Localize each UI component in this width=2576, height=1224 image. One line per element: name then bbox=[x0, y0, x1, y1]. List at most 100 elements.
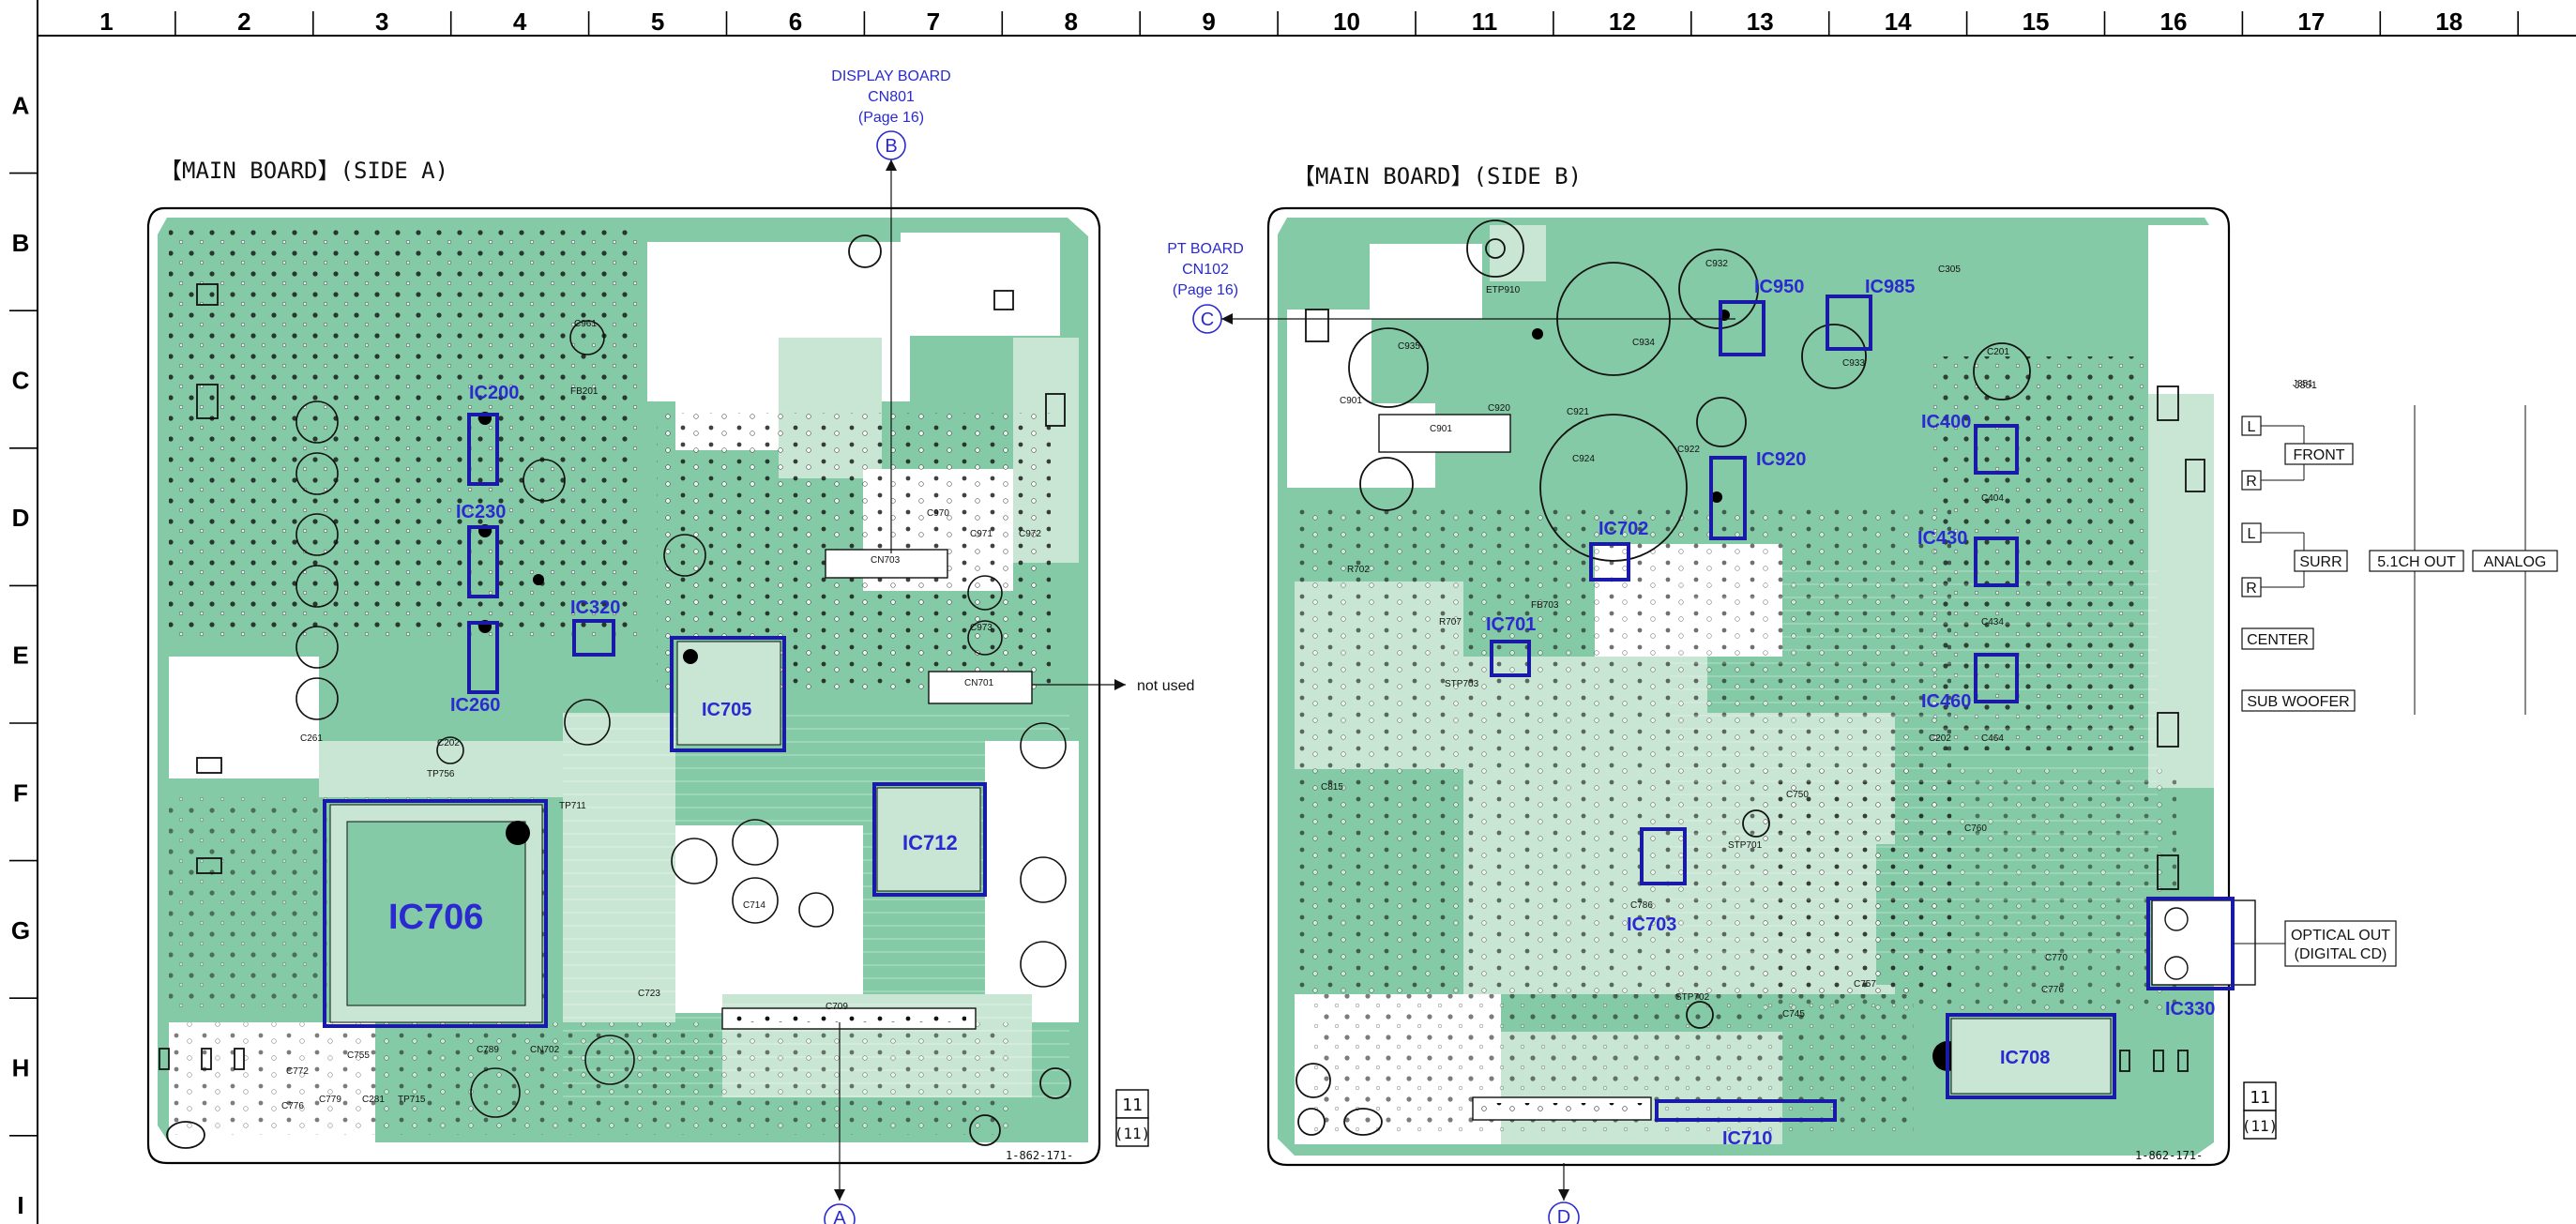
ic712-outline bbox=[872, 782, 987, 897]
column-label-3: 3 bbox=[375, 8, 388, 36]
part-label: CN702 bbox=[530, 1045, 560, 1055]
column-label-5: 5 bbox=[651, 8, 664, 36]
part-label: C709 bbox=[826, 1002, 848, 1012]
column-label-2: 2 bbox=[237, 8, 250, 36]
part-label: C786 bbox=[1630, 900, 1653, 911]
part-label: C770 bbox=[2045, 953, 2068, 963]
column-label-4: 4 bbox=[513, 8, 527, 36]
jack-5-1ch-out: 5.1CH OUT bbox=[2377, 554, 2456, 570]
part-label: ETP910 bbox=[1486, 285, 1521, 295]
side-b-page-box-bottom: (11) bbox=[2242, 1117, 2279, 1135]
ic703-outline bbox=[1640, 827, 1687, 885]
part-label: C755 bbox=[347, 1050, 370, 1061]
part-label: C815 bbox=[1321, 782, 1343, 793]
part-label: C961 bbox=[574, 319, 597, 329]
part-label: J351 bbox=[2293, 379, 2313, 389]
ic320-outline bbox=[572, 619, 615, 657]
jack-r1: R bbox=[2246, 474, 2257, 490]
row-label-C: C bbox=[12, 367, 30, 395]
part-label: C202 bbox=[1929, 733, 1951, 744]
ic230-outline bbox=[467, 525, 499, 598]
column-label-9: 9 bbox=[1202, 8, 1215, 36]
row-label-A: A bbox=[12, 91, 30, 119]
column-label-13: 13 bbox=[1747, 8, 1774, 36]
ic701-label: IC701 bbox=[1486, 614, 1536, 635]
ic260-label: IC260 bbox=[450, 695, 500, 716]
column-label-11: 11 bbox=[1472, 8, 1498, 36]
part-label: TP711 bbox=[559, 801, 586, 811]
ic400-outline bbox=[1974, 424, 2019, 475]
part-label: C789 bbox=[477, 1045, 499, 1055]
part-label: C932 bbox=[1705, 259, 1728, 269]
part-label: R702 bbox=[1347, 565, 1370, 575]
part-label: C971 bbox=[970, 529, 993, 539]
not-used-note: not used bbox=[1137, 678, 1194, 694]
ic330-label: IC330 bbox=[2165, 999, 2215, 1020]
ic260-outline bbox=[467, 621, 499, 694]
ic710-label: IC710 bbox=[1722, 1128, 1772, 1149]
row-label-F: F bbox=[13, 778, 28, 807]
part-label: TP715 bbox=[398, 1095, 426, 1105]
ic200-label: IC200 bbox=[469, 383, 519, 403]
ic703-label: IC703 bbox=[1627, 914, 1676, 935]
part-label: C922 bbox=[1677, 445, 1700, 455]
part-label: C434 bbox=[1981, 617, 2004, 627]
column-label-6: 6 bbox=[789, 8, 802, 36]
part-label: C779 bbox=[319, 1095, 341, 1105]
part-label: C901 bbox=[1430, 424, 1452, 434]
ic920-outline bbox=[1709, 456, 1747, 540]
pt-board-page: (Page 16) bbox=[1173, 282, 1238, 298]
jack-optical-out: OPTICAL OUT bbox=[2291, 928, 2390, 944]
part-label: C935 bbox=[1398, 341, 1420, 352]
row-label-I: I bbox=[17, 1191, 23, 1219]
ic702-outline bbox=[1589, 542, 1630, 582]
part-label: C970 bbox=[927, 508, 949, 519]
part-label: CN703 bbox=[871, 555, 901, 566]
jack-l1: L bbox=[2248, 419, 2256, 435]
ic702-label: IC702 bbox=[1599, 519, 1648, 539]
row-label-E: E bbox=[12, 642, 28, 670]
pt-board-connector: CN102 bbox=[1182, 262, 1229, 278]
ic460-label: IC460 bbox=[1921, 691, 1971, 712]
column-label-8: 8 bbox=[1065, 8, 1078, 36]
ic985-label: IC985 bbox=[1865, 277, 1915, 297]
side-a-title: 【MAIN BOARD】(SIDE A) bbox=[159, 158, 448, 184]
ic705-outline bbox=[670, 636, 786, 752]
part-label: C934 bbox=[1632, 338, 1655, 348]
connector-b-letter: B bbox=[885, 136, 897, 157]
ic950-outline bbox=[1719, 300, 1765, 356]
part-label: C760 bbox=[1964, 824, 1987, 834]
part-label: C921 bbox=[1567, 407, 1589, 417]
part-label: STP701 bbox=[1728, 840, 1763, 851]
ic230-label: IC230 bbox=[456, 502, 506, 522]
jack-r2: R bbox=[2246, 581, 2257, 597]
part-label: C772 bbox=[286, 1066, 309, 1077]
ic712-label: IC712 bbox=[902, 831, 958, 854]
part-label: C305 bbox=[1938, 264, 1961, 275]
side-a-page-box-top: 11 bbox=[1122, 1096, 1143, 1115]
part-label: C464 bbox=[1981, 733, 2004, 744]
ic200-outline bbox=[467, 413, 499, 486]
ic708-label: IC708 bbox=[2000, 1048, 2050, 1068]
jack-front: FRONT bbox=[2293, 447, 2344, 463]
jack-l2: L bbox=[2248, 526, 2256, 542]
part-label: CN701 bbox=[964, 678, 994, 688]
ic320-label: IC320 bbox=[570, 597, 620, 618]
ic701-outline bbox=[1490, 640, 1531, 677]
connector-c-letter: C bbox=[1201, 310, 1214, 330]
jack-header: J351 bbox=[2295, 380, 2317, 391]
side-a-page-box-bottom: (11) bbox=[1114, 1125, 1151, 1142]
ic705-label: IC705 bbox=[702, 700, 751, 720]
part-label: R707 bbox=[1439, 617, 1462, 627]
jack-optical-digital-cd: (DIGITAL CD) bbox=[2295, 946, 2387, 962]
part-label: C750 bbox=[1786, 790, 1809, 800]
part-label: C776 bbox=[2041, 985, 2064, 995]
part-label: C714 bbox=[743, 900, 765, 911]
jack-analog: ANALOG bbox=[2484, 554, 2547, 570]
part-label: C201 bbox=[1987, 347, 2009, 357]
part-label: C404 bbox=[1981, 493, 2004, 504]
column-label-12: 12 bbox=[1609, 8, 1636, 36]
column-label-7: 7 bbox=[927, 8, 940, 36]
ic708-outline bbox=[1946, 1013, 2116, 1099]
part-label: FB201 bbox=[570, 386, 599, 397]
